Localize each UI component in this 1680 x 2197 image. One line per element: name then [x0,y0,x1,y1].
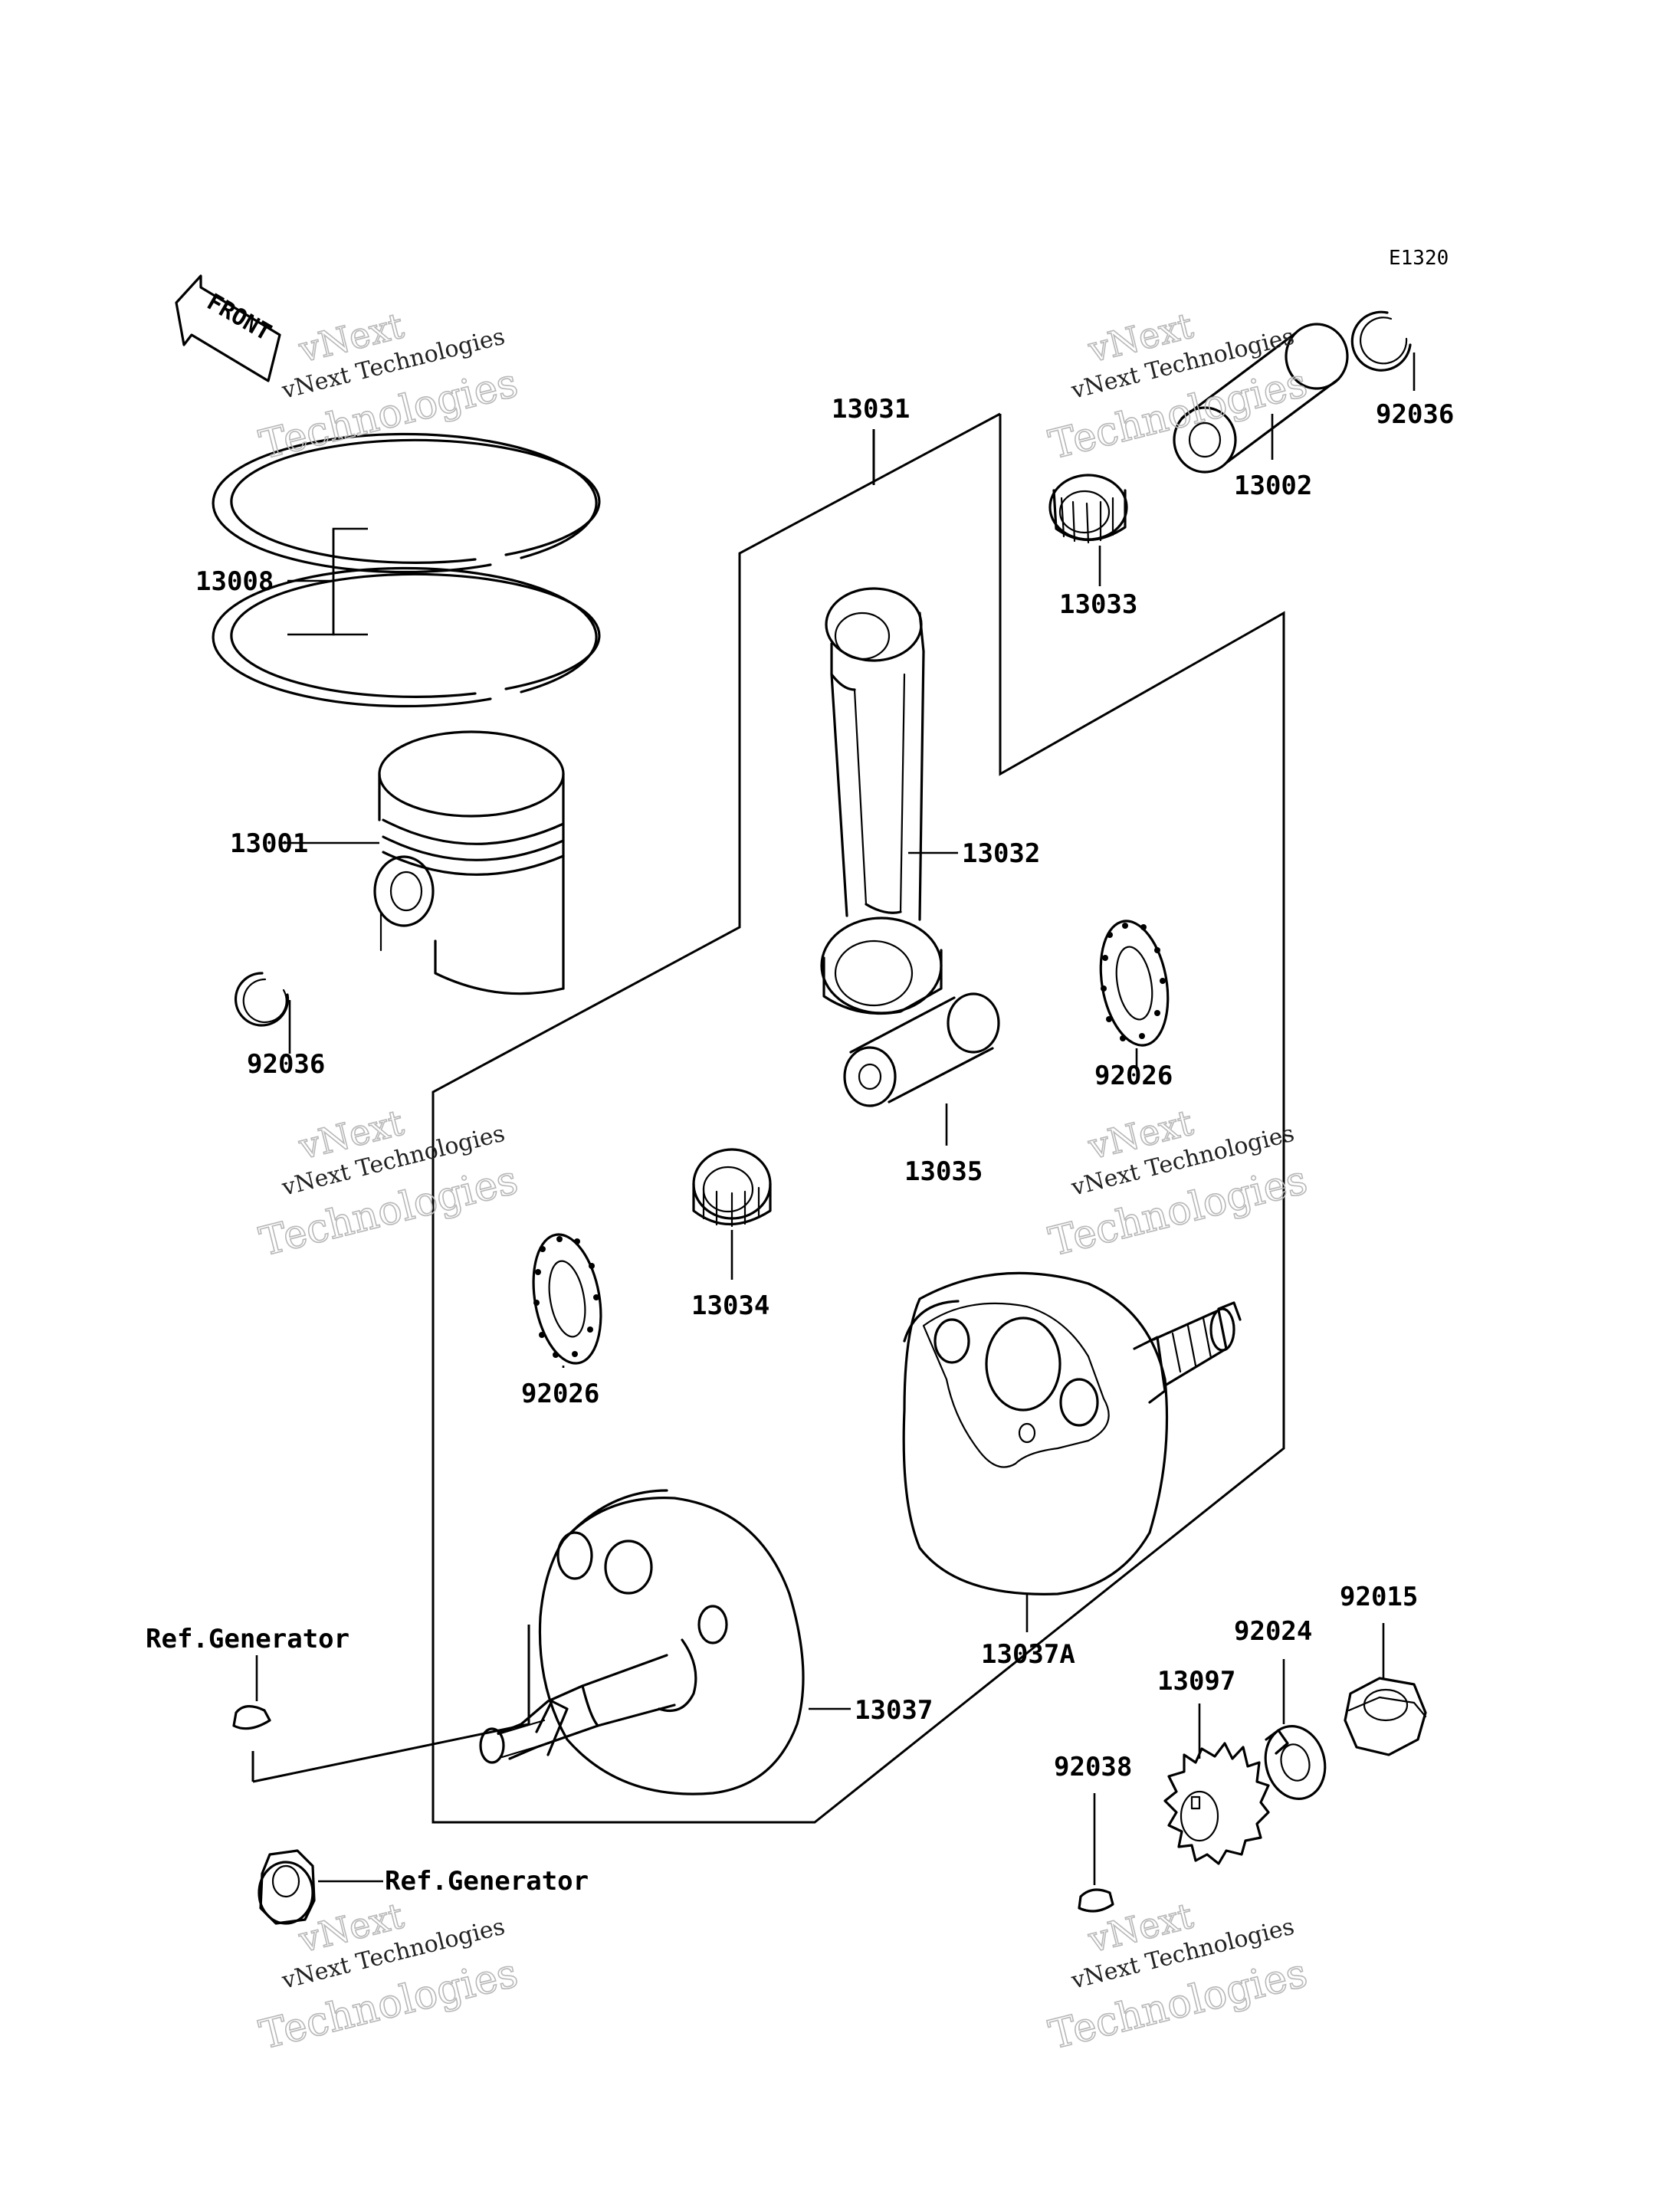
hex-nut [1344,1677,1427,1756]
label-92026-left: 92026 [521,1379,599,1409]
thrust-washer-right [1099,920,1170,1047]
front-label: FRONT [202,289,276,346]
label-13001: 13001 [230,828,308,859]
watermark-bottom-left: vNext vNext Technologies Technologies [254,1894,523,2060]
label-92038: 92038 [1054,1752,1132,1782]
circlip-right [1350,310,1412,372]
watermark-top-right: vNext vNext Technologies Technologies [1044,304,1312,470]
circlip-left [234,972,290,1027]
piston-pin [1173,323,1349,474]
label-13033: 13033 [1059,589,1137,620]
connecting-rod [820,587,943,1015]
label-13002: 13002 [1234,471,1312,501]
thrust-washer-left [532,1233,602,1365]
crank-gear [1163,1742,1270,1865]
needle-bearing-small-end [1048,474,1128,544]
piston-rings [212,432,601,708]
watermark-bottom-right: vNext vNext Technologies Technologies [1044,1894,1312,2060]
woodruff-key-generator [232,1705,271,1730]
label-13037: 13037 [855,1695,933,1726]
label-13037A: 13037A [981,1639,1075,1670]
label-13032: 13032 [962,838,1040,869]
diagram-code: E1320 [1389,247,1449,270]
crankshaft-half-right [902,1271,1242,1595]
flange-nut-generator [258,1849,316,1925]
label-13034: 13034 [691,1290,769,1321]
lock-washer [1264,1725,1327,1800]
watermark-mid-left: vNext vNext Technologies Technologies [254,1101,523,1267]
front-arrow-icon: FRONT [175,274,281,382]
label-92024: 92024 [1234,1616,1312,1647]
watermark-mid-right: vNext vNext Technologies Technologies [1044,1101,1312,1267]
crank-pin [843,992,1000,1107]
label-92036-right: 92036 [1376,399,1454,430]
label-13035: 13035 [904,1156,983,1187]
label-ref-generator-bottom: Ref.Generator [385,1866,589,1897]
piston [373,730,565,995]
label-92015: 92015 [1340,1582,1418,1612]
crankshaft-half-left [479,1489,805,1795]
label-13008: 13008 [195,566,274,597]
label-92026-right: 92026 [1094,1061,1173,1091]
label-ref-generator-top: Ref.Generator [146,1624,349,1654]
label-13031: 13031 [832,394,910,425]
woodruff-key [1078,1888,1114,1913]
needle-bearing-big-end [692,1148,772,1228]
label-13097: 13097 [1157,1666,1235,1697]
label-92036-left: 92036 [247,1049,325,1080]
